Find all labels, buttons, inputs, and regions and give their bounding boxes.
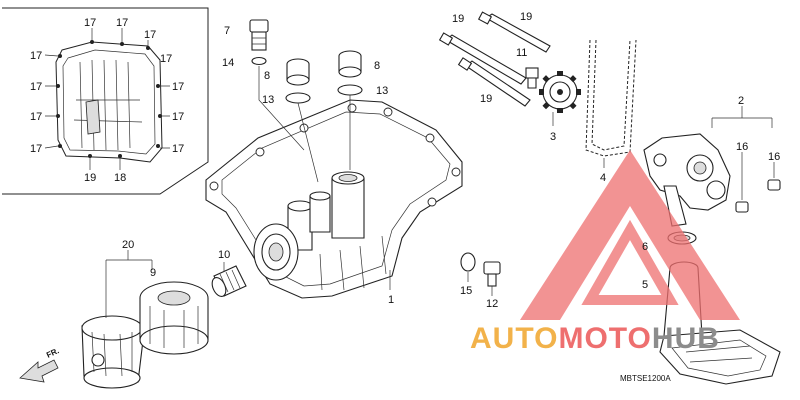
callout-part-16-a: 16: [736, 141, 748, 153]
part-8-seal-right: [338, 50, 362, 78]
callout-part-7: 7: [224, 25, 230, 37]
part-12-drain-bolt: [483, 261, 501, 296]
part-13-orings: [285, 84, 363, 104]
watermark-text: AUTOMOTOHUB: [470, 322, 720, 355]
callout-part-5: 5: [642, 279, 648, 291]
front-direction-arrow: FR.: [19, 346, 61, 383]
callout-inset-17-a: 17: [84, 17, 96, 29]
part-4-chain: [585, 39, 637, 168]
callout-part-10: 10: [218, 249, 230, 261]
callout-part-1: 1: [388, 294, 394, 306]
part-10-pipe: [211, 262, 247, 298]
part-16-pins: [735, 152, 781, 213]
watermark-triangle: [520, 150, 740, 320]
callout-inset-18: 18: [114, 172, 126, 184]
callout-inset-17-d: 17: [30, 50, 42, 62]
callout-part-19-a: 19: [452, 13, 464, 25]
callout-part-3: 3: [550, 131, 556, 143]
callout-inset-17-e: 17: [30, 81, 42, 93]
callout-part-4: 4: [600, 172, 606, 184]
callout-inset-17-h: 17: [172, 81, 184, 93]
callout-part-16-b: 16: [768, 151, 780, 163]
callout-part-9: 9: [150, 267, 156, 279]
callout-part-12: 12: [486, 298, 498, 310]
watermark-text-moto: MOTO: [558, 322, 651, 355]
part-14-washer: [251, 56, 267, 66]
front-direction-label: FR.: [45, 346, 60, 360]
callout-inset-17-k: 17: [160, 53, 172, 65]
watermark-text-auto: AUTO: [470, 322, 558, 355]
callout-part-13-b: 13: [376, 85, 388, 97]
part-11-bolt: [525, 67, 539, 89]
callout-part-20: 20: [122, 239, 134, 251]
callout-inset-17-i: 17: [172, 111, 184, 123]
callout-inset-17-j: 17: [172, 143, 184, 155]
callout-part-6: 6: [642, 241, 648, 253]
callout-part-8-a: 8: [264, 70, 270, 82]
callout-part-11: 11: [516, 47, 527, 59]
watermark-logo: [520, 150, 740, 320]
drawing-code: MBTSE1200A: [620, 374, 671, 383]
callout-inset-17-f: 17: [30, 111, 42, 123]
callout-part-15: 15: [460, 285, 472, 297]
callout-part-19-c: 19: [480, 93, 492, 105]
part-19-bolts: [438, 11, 551, 107]
oil-pan: [205, 99, 463, 299]
callout-part-13-a: 13: [262, 94, 274, 106]
callout-part-14: 14: [222, 57, 234, 69]
part-7-bolt: [249, 19, 269, 51]
callout-part-8-b: 8: [374, 60, 380, 72]
part-15-washer: [460, 252, 476, 282]
part-8-seal-left: [286, 58, 310, 86]
inset-panel: [2, 7, 209, 195]
watermark-text-hub: HUB: [652, 322, 720, 355]
callout-part-19-b: 19: [520, 11, 532, 23]
part-9-oil-filter: [139, 281, 209, 355]
callout-inset-19: 19: [84, 172, 96, 184]
callout-inset-17-c: 17: [144, 29, 156, 41]
callout-part-2: 2: [738, 95, 744, 107]
part-3-sprocket: [539, 71, 581, 126]
watermark-triangle-inner: [581, 219, 679, 305]
callout-labels: 17 17 17 17 17 17 17 17 17 17 17 19 18 7…: [30, 11, 780, 383]
callout-inset-17-b: 17: [116, 17, 128, 29]
part-2-oil-pump: [643, 106, 773, 227]
callout-inset-17-g: 17: [30, 143, 42, 155]
part-20-filter-wrench: [81, 250, 153, 389]
